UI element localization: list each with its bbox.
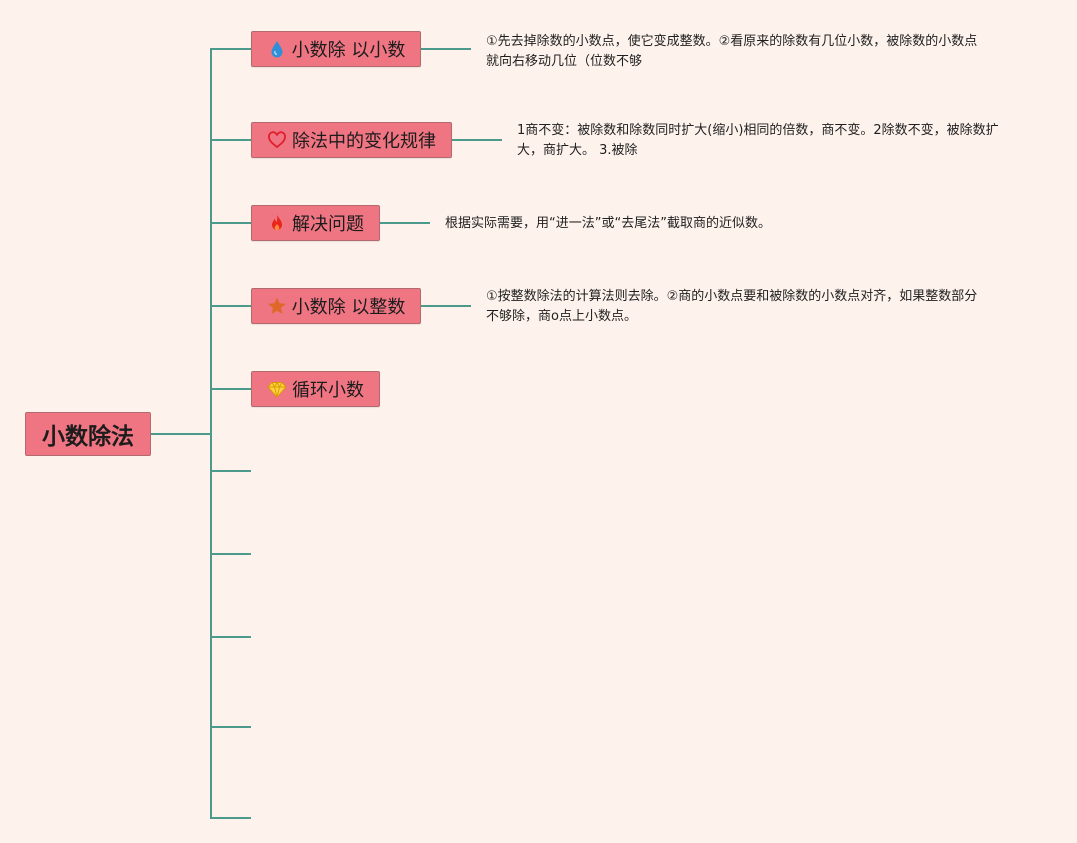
branch-note-decimal-by-integer: ①按整数除法的计算法则去除。②商的小数点要和被除数的小数点对齐，如果整数部分不够… — [486, 289, 978, 324]
stub-line-1 — [210, 48, 251, 50]
branch-note-decimal-by-decimal: ①先去掉除数的小数点，使它变成整数。②看原来的除数有几位小数，被除数的小数点就向… — [486, 34, 978, 69]
stub-line-3 — [210, 222, 251, 224]
note-connector-3 — [380, 222, 430, 224]
branch-label: 小数除 以小数 — [291, 40, 406, 61]
heart-icon — [267, 130, 287, 150]
branch-note-solve-problems: 根据实际需要，用“进一法”或“去尾法”截取商的近似数。 — [445, 216, 771, 231]
note-connector-2 — [452, 139, 502, 141]
root-label: 小数除法 — [42, 424, 134, 450]
branch-label: 解决问题 — [292, 214, 364, 235]
branch-label: 小数除 以整数 — [291, 297, 406, 318]
note-connector-4 — [421, 305, 471, 307]
root-node[interactable]: 小数除法 — [25, 412, 151, 456]
trunk-line — [210, 48, 212, 819]
branch-node-decimal-by-integer[interactable]: 小数除 以整数 — [251, 288, 421, 324]
branch-label: 除法中的变化规律 — [292, 131, 436, 152]
branch-node-division-rules[interactable]: 除法中的变化规律 — [251, 122, 452, 158]
star-icon — [267, 296, 287, 316]
branch-node-decimal-by-decimal[interactable]: 小数除 以小数 — [251, 31, 421, 67]
branch-note-division-rules: 1商不变：被除数和除数同时扩大(缩小)相同的倍数，商不变。2除数不变，被除数扩大… — [517, 123, 999, 158]
stub-line-6 — [210, 470, 251, 472]
stub-line-10 — [210, 817, 251, 819]
diamond-icon — [267, 379, 287, 399]
stub-line-7 — [210, 553, 251, 555]
note-connector-1 — [421, 48, 471, 50]
stub-line-4 — [210, 305, 251, 307]
water-drop-icon — [267, 39, 287, 59]
branch-node-solve-problems[interactable]: 解决问题 — [251, 205, 380, 241]
branch-node-repeating-decimals[interactable]: 循环小数 — [251, 371, 380, 407]
stub-line-8 — [210, 636, 251, 638]
stub-line-9 — [210, 726, 251, 728]
branch-label: 循环小数 — [292, 380, 364, 401]
flame-icon — [267, 213, 287, 233]
root-connector — [151, 433, 211, 435]
stub-line-2 — [210, 139, 251, 141]
stub-line-5 — [210, 388, 251, 390]
